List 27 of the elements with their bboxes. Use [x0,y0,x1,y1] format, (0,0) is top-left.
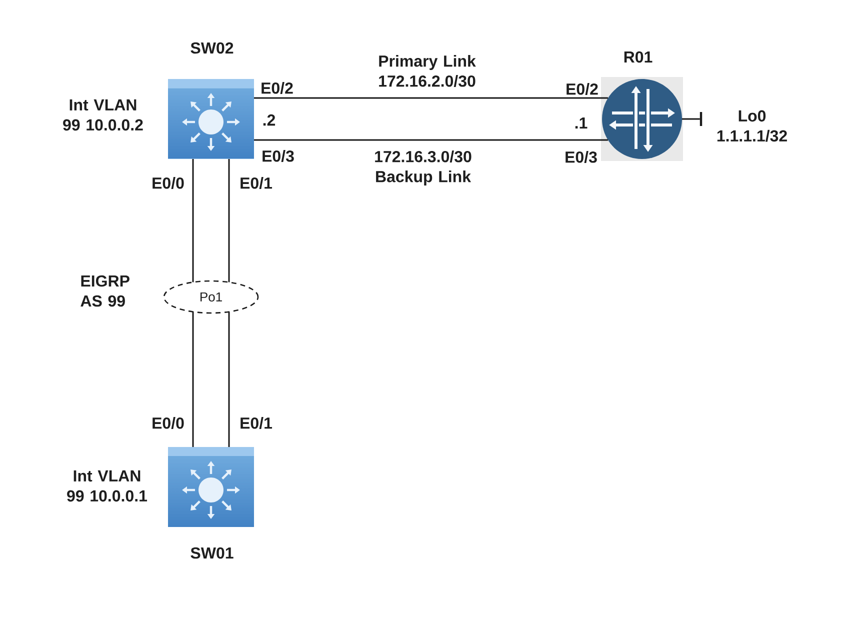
address-label: .1 [575,118,588,128]
link-line [682,118,700,120]
interface-label: Int VLAN 99 10.0.0.2 [63,99,143,131]
device-name: R01 [624,51,652,63]
port-label: E0/0 [152,177,184,189]
edge-label: Primary Link 172.16.2.0/30 [379,55,476,87]
port-label: E0/3 [262,150,294,162]
protocol-label: EIGRP AS 99 [80,275,130,307]
port-label: E0/3 [566,151,597,163]
address-label: .2 [263,114,276,126]
edge-label: 172.16.3.0/30 Backup Link [375,150,472,186]
port-label: E0/1 [240,177,272,189]
link-line [254,97,608,99]
port-label: E0/2 [262,82,293,94]
link-line [228,159,230,282]
port-label: E0/0 [152,417,184,429]
link-line [192,159,194,282]
device-name: SW01 [190,547,234,559]
link-line [192,312,194,447]
port-label: E0/2 [566,83,598,95]
link-line [228,312,230,447]
interface-label: Lo0 1.1.1.1/32 [717,110,787,142]
port-label: E0/1 [240,417,272,429]
link-line [254,139,608,141]
terminal-bar [700,112,702,126]
device-name: SW02 [190,42,234,54]
interface-label: Int VLAN 99 10.0.0.1 [67,470,148,502]
